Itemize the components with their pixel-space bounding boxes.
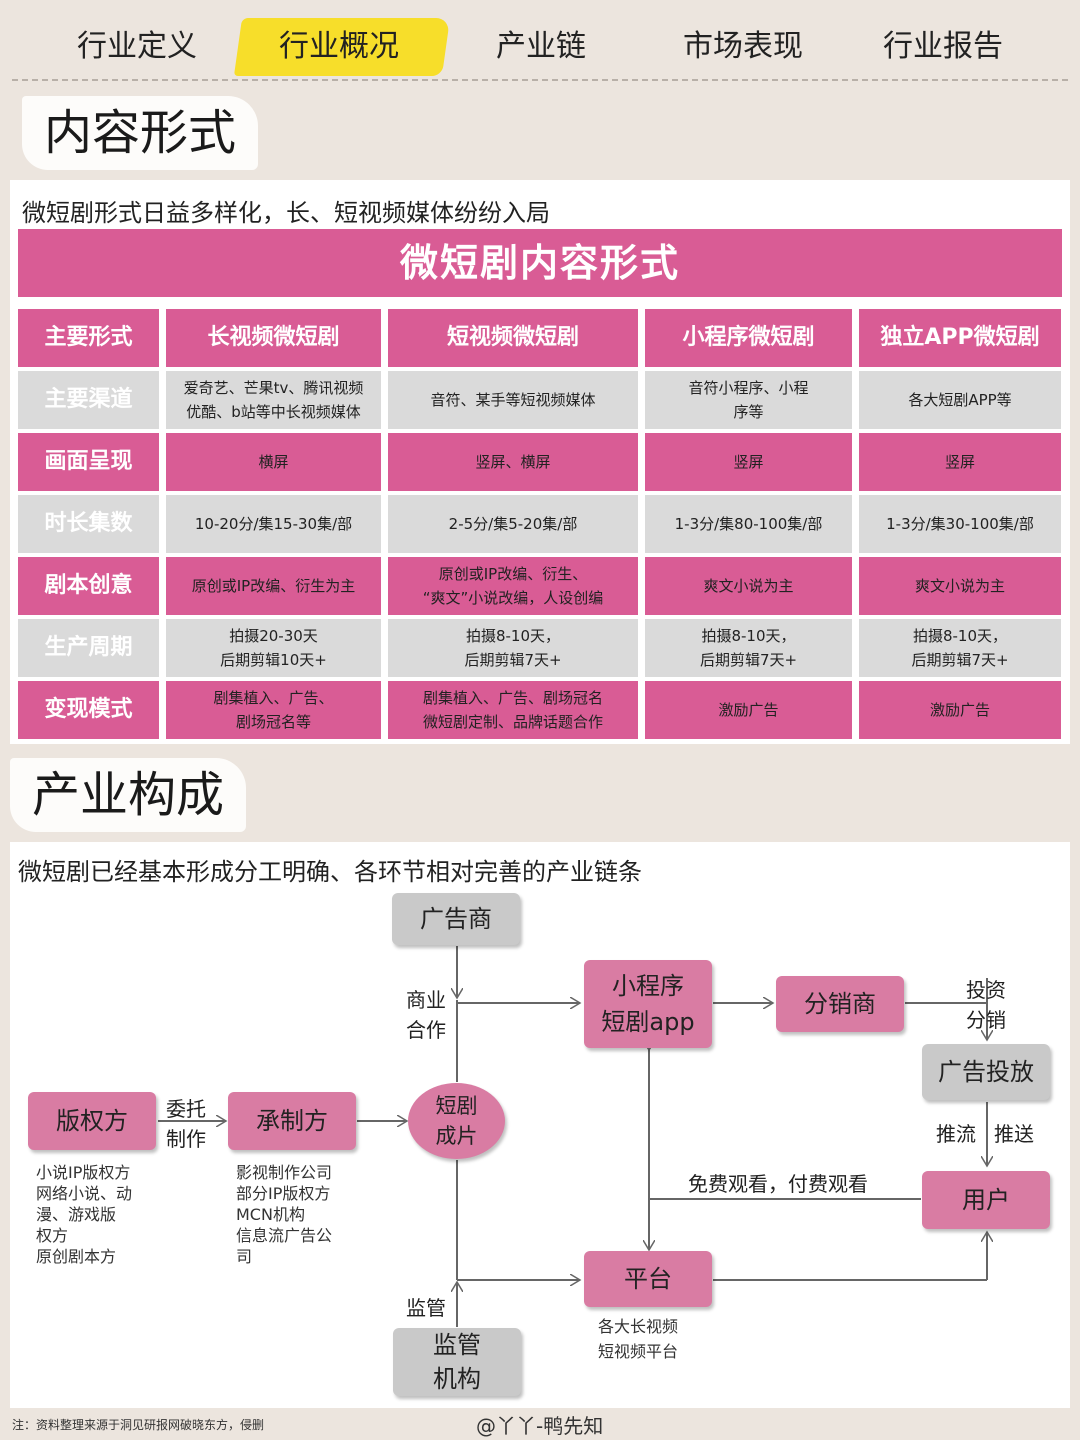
table-cell-script: 爽文小说为主 [859, 557, 1061, 615]
table-cell-monetization: 剧集植入、广告、剧场冠名 微短剧定制、品牌话题合作 [388, 681, 638, 739]
content-form-subtitle: 微短剧形式日益多样化，长、短视频媒体纷纷入局 [22, 199, 550, 227]
table-header-cell: 短视频微短剧 [388, 309, 638, 367]
table-header-cell: 独立APP微短剧 [859, 309, 1061, 367]
label-invest-distribute: 投资 分销 [966, 978, 1006, 1032]
table-row-label-channel: 主要渠道 [18, 371, 159, 429]
table-row-label-duration: 时长集数 [18, 495, 159, 553]
top-tab-bar: 行业定义 行业概况 产业链 市场表现 行业报告 [0, 0, 1080, 82]
table-cell-duration: 1-3分/集80-100集/部 [645, 495, 852, 553]
table-cell-duration: 1-3分/集30-100集/部 [859, 495, 1061, 553]
note-platform: 各大长视频 短视频平台 [598, 1317, 679, 1361]
table-cell-monetization: 激励广告 [645, 681, 852, 739]
table-cell-channel: 爱奇艺、芒果tv、腾讯视频 优酷、b站等中长视频媒体 [166, 371, 381, 429]
table-cell-display: 竖屏 [645, 433, 852, 491]
table-header-cell: 主要形式 [18, 309, 159, 367]
tab-divider [12, 79, 1068, 81]
table-cell-script: 原创或IP改编、衍生、 “爽文”小说改编，人设创编 [388, 557, 638, 615]
industry-structure-subtitle: 微短剧已经基本形成分工明确、各环节相对完善的产业链条 [18, 858, 642, 886]
tab-industry-report[interactable]: 行业报告 [883, 29, 1003, 64]
source-note: 注：资料整理来源于洞见研报网破晓东方，侵删 [12, 1418, 265, 1432]
table-cell-duration: 2-5分/集5-20集/部 [388, 495, 638, 553]
table-row-label-production: 生产周期 [18, 619, 159, 677]
industry-structure-panel [10, 842, 1070, 1408]
table-cell-channel: 各大短剧APP等 [859, 371, 1061, 429]
note-copyright: 小说IP版权方 网络小说、动 漫、游戏版 权方 原创剧本方 [36, 1163, 133, 1266]
table-cell-display: 竖屏 [859, 433, 1061, 491]
label-supervise: 监管 [406, 1296, 446, 1320]
label-push: 推送 [994, 1122, 1034, 1146]
table-cell-monetization: 剧集植入、广告、 剧场冠名等 [166, 681, 381, 739]
table-cell-script: 原创或IP改编、衍生为主 [166, 557, 381, 615]
table-cell-script: 爽文小说为主 [645, 557, 852, 615]
table-row-label-display: 画面呈现 [18, 433, 159, 491]
table-cell-channel: 音符、某手等短视频媒体 [388, 371, 638, 429]
label-business-cooperation: 商业 合作 [406, 988, 446, 1042]
tab-market-performance[interactable]: 市场表现 [683, 29, 803, 64]
table-row-label-monetization: 变现模式 [18, 681, 159, 739]
table-cell-display: 竖屏、横屏 [388, 433, 638, 491]
node-user: 用户 [922, 1171, 1050, 1229]
node-regulator: 监管 机构 [393, 1328, 521, 1396]
node-copyright: 版权方 [28, 1092, 156, 1150]
node-platform: 平台 [584, 1251, 712, 1307]
note-producer: 影视制作公司 部分IP版权方 MCN机构 信息流广告公 司 [236, 1163, 333, 1266]
table-cell-duration: 10-20分/集15-30集/部 [166, 495, 381, 553]
section-title-content-form: 内容形式 [22, 96, 259, 170]
table-cell-production: 拍摄8-10天， 后期剪辑7天+ [645, 619, 852, 677]
label-commission: 委托 制作 [166, 1097, 206, 1151]
node-distributor: 分销商 [776, 976, 904, 1032]
table-header-cell: 长视频微短剧 [166, 309, 381, 367]
table-cell-production: 拍摄8-10天， 后期剪辑7天+ [859, 619, 1061, 677]
table-row-label-script: 剧本创意 [18, 557, 159, 615]
table-cell-production: 拍摄20-30天 后期剪辑10天+ [166, 619, 381, 677]
label-traffic: 推流 [936, 1122, 976, 1146]
node-ad-placement: 广告投放 [922, 1044, 1050, 1100]
node-finished-drama: 短剧 成片 [408, 1083, 505, 1159]
tab-industry-overview[interactable]: 行业概况 [266, 24, 412, 70]
table-cell-monetization: 激励广告 [859, 681, 1061, 739]
table-header-cell: 小程序微短剧 [645, 309, 852, 367]
node-producer: 承制方 [228, 1092, 356, 1150]
table-cell-production: 拍摄8-10天， 后期剪辑7天+ [388, 619, 638, 677]
node-advertiser: 广告商 [392, 893, 520, 945]
author-handle: @丫丫-鸭先知 [476, 1414, 604, 1438]
node-miniapp: 小程序 短剧app [584, 960, 712, 1048]
section-title-industry-structure: 产业构成 [10, 758, 247, 832]
table-cell-display: 横屏 [166, 433, 381, 491]
tab-industry-chain[interactable]: 产业链 [496, 29, 586, 64]
table-title: 微短剧内容形式 [18, 229, 1062, 297]
tab-industry-definition[interactable]: 行业定义 [77, 29, 197, 64]
table-cell-channel: 音符小程序、小程 序等 [645, 371, 852, 429]
label-free-paid-watch: 免费观看，付费观看 [688, 1172, 868, 1196]
